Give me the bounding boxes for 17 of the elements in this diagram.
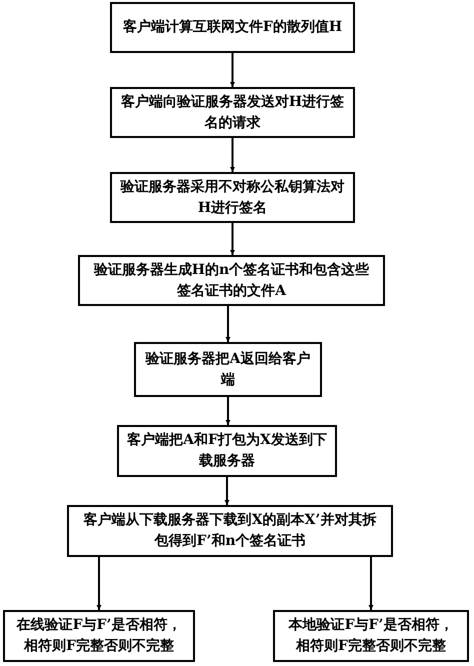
arrow [230, 138, 235, 172]
process-box: 本地验证F与F’是否相符，相符则F完整否则不完整 [273, 610, 469, 662]
process-box: 在线验证F与F’是否相符，相符则F完整否则不完整 [3, 610, 195, 662]
process-box: 验证服务器采用不对称公私钥算法对H进行签名 [110, 172, 355, 223]
process-box: 验证服务器生成H的n个签名证书和包含这些签名证书的文件A [78, 255, 385, 306]
arrow [368, 557, 374, 610]
arrow [226, 397, 230, 425]
process-box: 验证服务器把A返回给客户端 [134, 342, 322, 397]
arrow [226, 306, 230, 342]
arrow [96, 557, 102, 610]
arrow [230, 223, 235, 255]
process-box: 客户端从下载服务器下载到X的副本X’并对其拆包得到F’和n个签名证书 [67, 505, 393, 557]
arrow [230, 53, 235, 87]
process-box: 客户端把A和F打包为X发送到下载服务器 [117, 425, 337, 477]
process-box: 客户端计算互联网文件F的散列值H [110, 2, 355, 53]
process-box: 客户端向验证服务器发送对H进行签名的请求 [110, 87, 355, 138]
arrow [224, 477, 230, 505]
